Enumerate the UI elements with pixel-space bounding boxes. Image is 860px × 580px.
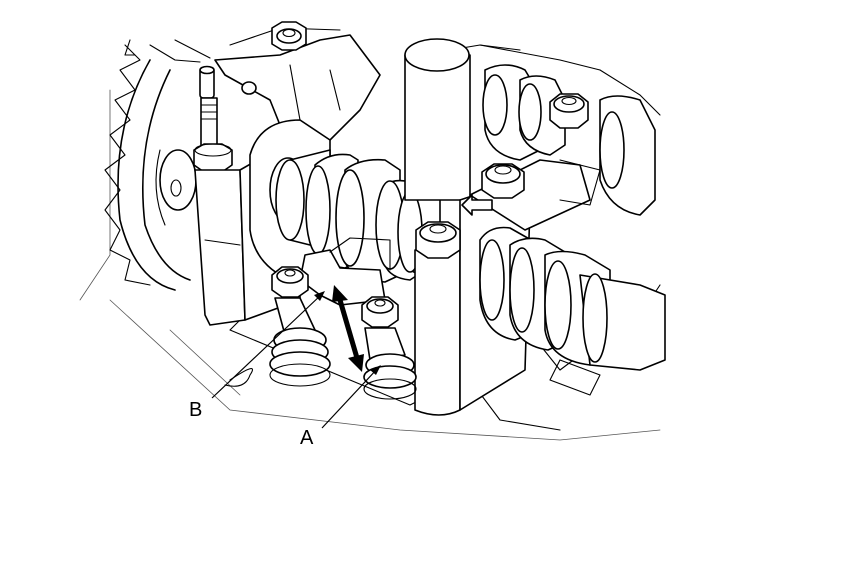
threaded-stud	[193, 65, 233, 173]
center-pillar	[404, 38, 471, 201]
valve-spring-left	[269, 327, 331, 387]
leader-line-a	[321, 365, 381, 429]
callout-label-b: B	[189, 399, 203, 421]
direction-arrow-icon	[461, 194, 493, 216]
callout-label-a: A	[300, 427, 314, 449]
valve-spring-right	[363, 353, 417, 400]
right-front-camshaft	[479, 226, 666, 371]
leader-line-b	[211, 291, 325, 399]
clearance-arrow-icon	[332, 285, 364, 372]
bracket-bolt	[271, 21, 307, 51]
tower-bolt-left	[415, 221, 461, 259]
upper-bracket	[214, 27, 381, 151]
rocker-adjuster-b	[271, 266, 316, 336]
rocker-adjuster-a	[361, 296, 406, 361]
tower-bolt-upper-right	[549, 93, 589, 129]
timing-sprocket	[104, 39, 211, 291]
tower-bolt-middle	[481, 163, 525, 199]
right-rear-camshaft	[482, 64, 656, 216]
